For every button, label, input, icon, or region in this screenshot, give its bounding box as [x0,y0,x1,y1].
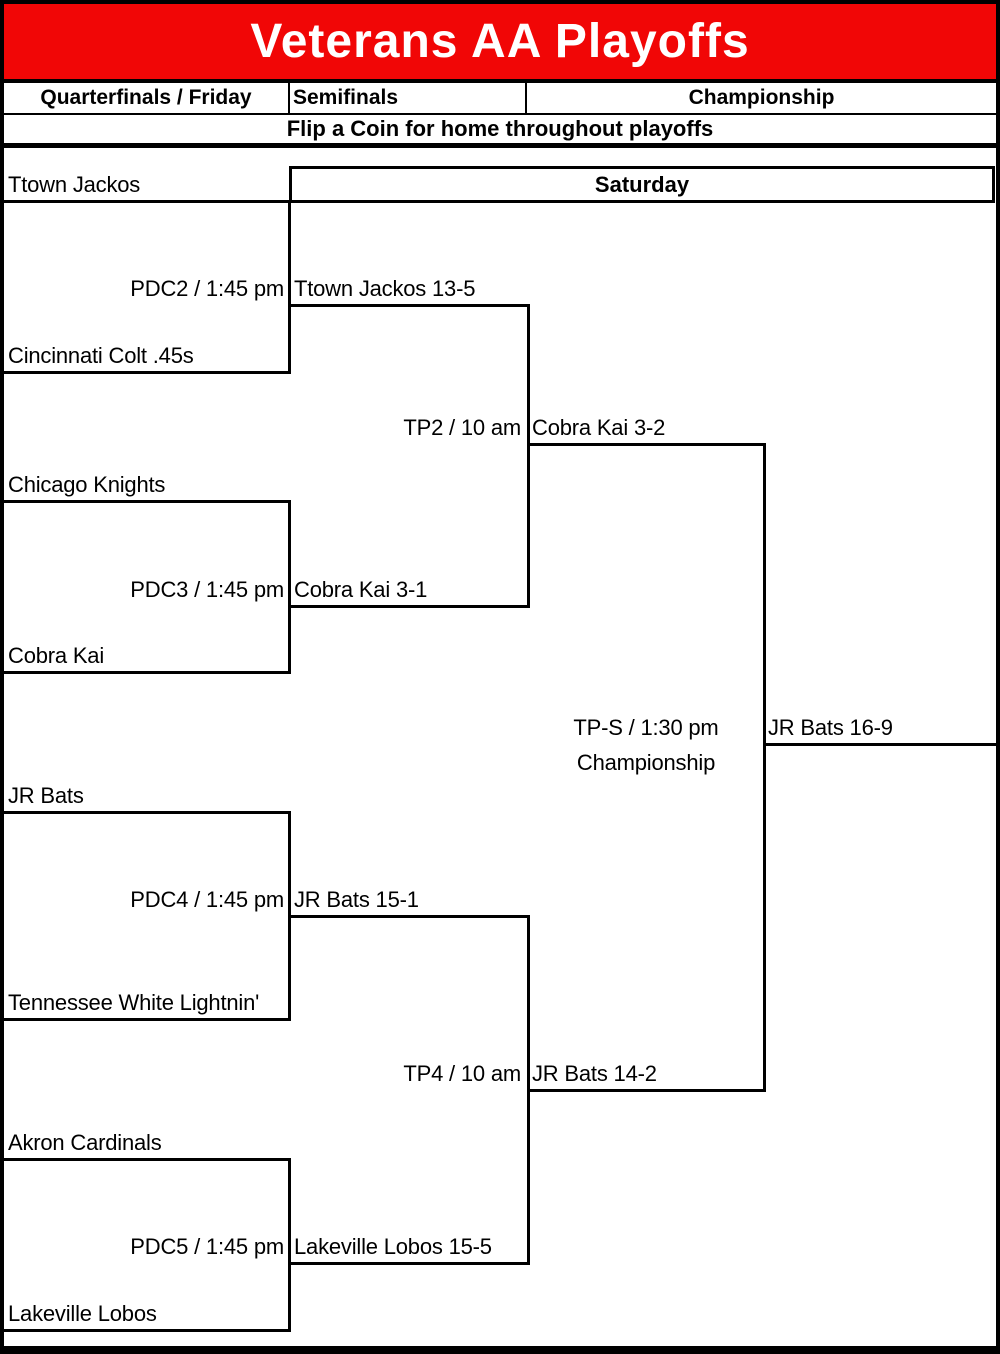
semifinal-entry-3: JR Bats 15-1 [294,887,419,912]
bracket-line-champion [763,743,996,746]
column-header-quarterfinals: Quarterfinals / Friday [40,86,252,109]
team-label-chicago-knights: Chicago Knights [8,472,166,497]
team-label-tennessee-white-lightnin: Tennessee White Lightnin' [8,990,260,1015]
team-label-lakeville-lobos: Lakeville Lobos [8,1301,157,1326]
header-divider-1 [288,83,290,113]
team-label-jr-bats: JR Bats [8,783,84,808]
coin-flip-note: Flip a Coin for home throughout playoffs [286,116,714,141]
bracket-line-sf-4 [288,1262,530,1265]
team-label-cobra-kai: Cobra Kai [8,643,105,668]
game-code-tps: TP-S / 1:30 pm [573,715,719,740]
page-title: Veterans AA Playoffs [250,15,750,68]
title-banner: Veterans AA Playoffs [4,4,996,83]
bracket-connector-final [763,443,766,1092]
column-header-championship: Championship [688,86,835,109]
team-label-akron-cardinals: Akron Cardinals [8,1130,162,1155]
semifinal-entry-2: Cobra Kai 3-1 [294,577,428,602]
bracket-connector-sf-2 [527,915,530,1265]
bracket-line-team-3 [4,500,291,503]
bracket-line-team-2 [4,371,291,374]
bracket-line-final-2 [527,1089,766,1092]
section-divider [0,143,1000,148]
bracket-line-team-8 [4,1329,291,1332]
bracket-connector-qf-4 [288,1158,291,1332]
semifinal-entry-4: Lakeville Lobos 15-5 [294,1234,492,1259]
bracket-line-team-5 [4,811,291,814]
game-code-pdc4: PDC4 / 1:45 pm [130,887,284,912]
bracket-line-final-1 [527,443,766,446]
header-divider-2 [525,83,527,113]
game-code-pdc5: PDC5 / 1:45 pm [130,1234,284,1259]
column-header-semifinals: Semifinals [293,86,399,109]
bracket-connector-sf-1 [527,304,530,608]
game-code-tp2: TP2 / 10 am [403,415,521,440]
final-entry-1: Cobra Kai 3-2 [532,415,666,440]
bracket-line-sf-3 [288,915,530,918]
championship-game-label: Championship [576,750,716,775]
game-code-pdc2: PDC2 / 1:45 pm [130,276,284,301]
champion-entry: JR Bats 16-9 [768,715,893,740]
game-code-pdc3: PDC3 / 1:45 pm [130,577,284,602]
game-code-tp4: TP4 / 10 am [403,1061,521,1086]
bracket-line-team-7 [4,1158,291,1161]
bracket-connector-qf-3 [288,811,291,1021]
bracket-line-team-6 [4,1018,291,1021]
header-bottom-border [4,113,996,115]
team-label-cincinnati-colts: Cincinnati Colt .45s [8,343,194,368]
bracket-line-sf-1 [288,304,530,307]
semifinal-entry-1: Ttown Jackos 13-5 [294,276,476,301]
saturday-header: Saturday [289,166,995,203]
bracket-line-sf-2 [288,605,530,608]
bracket-connector-qf-1 [288,200,291,374]
bracket-connector-qf-2 [288,500,291,674]
final-entry-2: JR Bats 14-2 [532,1061,657,1086]
bracket-line-team-1 [4,200,291,203]
bracket-line-team-4 [4,671,291,674]
team-label-ttown-jackos: Ttown Jackos [8,172,141,197]
